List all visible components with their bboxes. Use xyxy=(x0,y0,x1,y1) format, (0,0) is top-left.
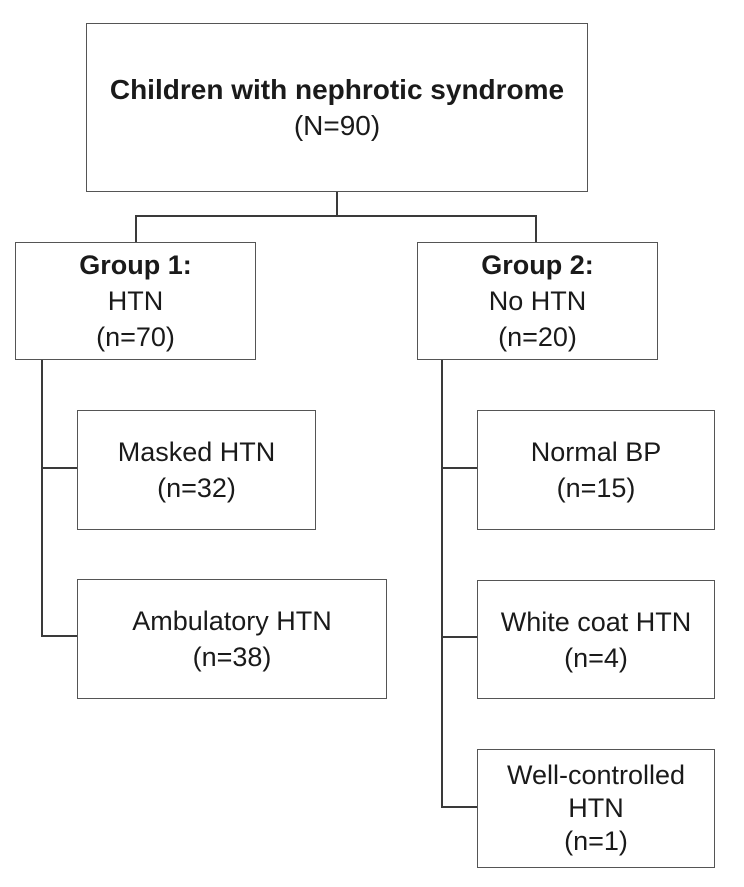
group2-title: Group 2: xyxy=(481,250,594,280)
white-coat-htn-count: (n=4) xyxy=(564,642,628,673)
ambulatory-htn-count: (n=38) xyxy=(192,642,272,672)
root-title: Children with nephrotic syndrome xyxy=(109,73,565,105)
connector-white-coat-htn xyxy=(441,636,478,638)
connector-group1-drop xyxy=(135,215,137,243)
normal-bp-box: Normal BP (n=15) xyxy=(477,410,715,530)
well-controlled-htn-count: (n=1) xyxy=(564,826,628,856)
connector-masked-htn xyxy=(41,467,78,469)
root-box: Children with nephrotic syndrome (N=90) xyxy=(86,23,588,192)
connector-root-stem xyxy=(336,190,338,216)
connector-group2-drop xyxy=(535,215,537,243)
connector-well-controlled-htn xyxy=(441,806,478,808)
well-controlled-htn-label-line1: Well-controlled xyxy=(506,760,686,790)
ambulatory-htn-box: Ambulatory HTN (n=38) xyxy=(77,579,387,699)
group2-box: Group 2: No HTN (n=20) xyxy=(417,242,658,360)
ambulatory-htn-label: Ambulatory HTN xyxy=(132,606,332,636)
connector-normal-bp xyxy=(441,467,478,469)
group1-label: HTN xyxy=(107,286,164,316)
normal-bp-count: (n=15) xyxy=(556,473,636,503)
masked-htn-count: (n=32) xyxy=(157,473,236,503)
well-controlled-htn-box: Well-controlled HTN (n=1) xyxy=(477,749,715,868)
group1-box: Group 1: HTN (n=70) xyxy=(15,242,256,360)
group1-count: (n=70) xyxy=(96,322,175,352)
group2-count: (n=20) xyxy=(498,322,577,352)
masked-htn-label: Masked HTN xyxy=(117,437,276,467)
group1-title: Group 1: xyxy=(79,250,192,280)
connector-group1-spine xyxy=(41,359,43,636)
white-coat-htn-box: White coat HTN (n=4) xyxy=(477,580,715,699)
group2-label: No HTN xyxy=(488,286,587,316)
connector-ambulatory-htn xyxy=(41,635,78,637)
connector-root-crossbar xyxy=(135,215,537,217)
normal-bp-label: Normal BP xyxy=(530,437,662,467)
root-count: (N=90) xyxy=(293,109,381,141)
connector-group2-spine xyxy=(441,359,443,807)
white-coat-htn-label: White coat HTN xyxy=(500,606,692,637)
well-controlled-htn-label-line2: HTN xyxy=(568,793,624,823)
masked-htn-box: Masked HTN (n=32) xyxy=(77,410,316,530)
